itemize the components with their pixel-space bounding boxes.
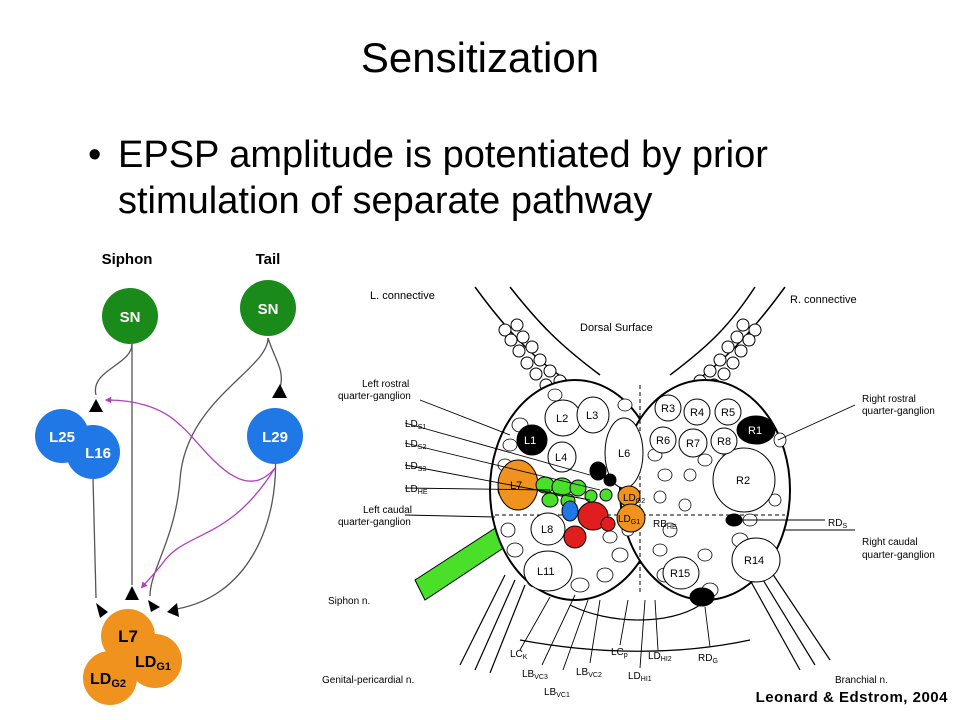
motor-neuron-ldg2: LDG2 xyxy=(83,651,137,705)
interneuron-l25: L25 xyxy=(35,409,89,463)
ld-s3-label: LDS3 xyxy=(405,461,426,473)
right-rostral-label-1: Right rostral xyxy=(862,394,916,405)
label-pointers xyxy=(404,399,856,671)
cell-r14: R14 xyxy=(744,555,764,567)
ld-hi2-label: LDHI2 xyxy=(648,651,672,663)
cell-l8: L8 xyxy=(541,524,553,536)
l16-label: L16 xyxy=(85,445,111,462)
lb-vc1-label: LBVC1 xyxy=(544,687,570,699)
cell-r5: R5 xyxy=(721,407,735,419)
left-caudal-label-2: quarter-ganglion xyxy=(338,517,411,528)
cell-rbhe: RBHE xyxy=(653,519,677,531)
ld-hi1-label: LDHI1 xyxy=(628,671,652,683)
abdominal-ganglion-map: L1 L2 L3 L4 L6 L7 L8 L11 R1 R2 R3 R4 R5 … xyxy=(322,286,935,699)
l29-label: L29 xyxy=(262,429,288,446)
slide-title: Sensitization xyxy=(360,34,600,81)
interneuron-l29: L29 xyxy=(247,408,303,464)
l25-label: L25 xyxy=(49,429,75,446)
cell-r15: R15 xyxy=(670,568,690,580)
ldg2-main: LD xyxy=(90,671,111,688)
genital-nerve-label: Genital-pericardial n. xyxy=(322,675,414,686)
cell-l4: L4 xyxy=(555,452,567,464)
cell-r4: R4 xyxy=(690,407,704,419)
cell-r6: R6 xyxy=(656,435,670,447)
right-caudal-label-2: quarter-ganglion xyxy=(862,550,935,561)
cell-r2: R2 xyxy=(736,475,750,487)
citation: Leonard & Edstrom, 2004 xyxy=(755,689,948,706)
cell-l2: L2 xyxy=(556,413,568,425)
siphon-nerve-bundle xyxy=(414,524,509,601)
axon-paths xyxy=(92,337,282,611)
sensory-neuron-tail: SN xyxy=(240,280,296,336)
rd-g-label: RDG xyxy=(698,653,718,665)
identified-cells xyxy=(497,394,781,607)
ldg2-sub: G2 xyxy=(111,678,126,690)
tail-label: Tail xyxy=(256,251,281,268)
sensory-neuron-siphon: SN xyxy=(102,288,158,344)
bullet-text: EPSP amplitude is potentiated by prior s… xyxy=(118,134,768,222)
r-connective-label: R. connective xyxy=(790,294,857,306)
cell-r3: R3 xyxy=(661,403,675,415)
svg-text:LDG1: LDG1 xyxy=(135,654,171,673)
lc-k-label: LCK xyxy=(510,649,528,661)
left-rostral-label-1: Left rostral xyxy=(362,379,409,390)
sn-siphon-label: SN xyxy=(120,309,141,326)
dorsal-surface-label: Dorsal Surface xyxy=(580,322,653,334)
branchial-nerve-label: Branchial n. xyxy=(835,675,888,686)
left-rostral-label-2: quarter-ganglion xyxy=(338,391,411,402)
right-caudal-label-1: Right caudal xyxy=(862,537,918,548)
left-caudal-label-1: Left caudal xyxy=(363,505,412,516)
svg-text:LDG2: LDG2 xyxy=(90,671,126,690)
siphon-nerve-label: Siphon n. xyxy=(328,596,370,607)
lb-vc2-label: LBVC2 xyxy=(576,667,602,679)
ld-he-label: LDHE xyxy=(405,484,428,496)
right-rostral-label-2: quarter-ganglion xyxy=(862,406,935,417)
sensitization-circuit-diagram: Siphon Tail SN SN L16 L25 L29 xyxy=(35,251,303,705)
siphon-label: Siphon xyxy=(102,251,153,268)
peripheral-nerves xyxy=(459,569,831,674)
cell-labels: L1 L2 L3 L4 L6 L7 L8 L11 R1 R2 R3 R4 R5 … xyxy=(510,403,764,580)
cell-l3: L3 xyxy=(586,410,598,422)
cell-ldg1: LDG1 xyxy=(618,514,640,526)
cell-r8: R8 xyxy=(717,436,731,448)
l-connective-label: L. connective xyxy=(370,290,435,302)
motor-neuron-ldg1: LDG1 xyxy=(128,634,182,688)
l7-label: L7 xyxy=(118,627,138,646)
cell-l1: L1 xyxy=(524,435,536,447)
cell-l6: L6 xyxy=(618,448,630,460)
sn-tail-label: SN xyxy=(258,301,279,318)
ldg1-sub: G1 xyxy=(156,661,171,673)
ldg1-main: LD xyxy=(135,654,156,671)
bullet-glyph: • xyxy=(88,134,102,176)
cell-ldg2: LDG2 xyxy=(623,493,645,505)
rd-s-label: RDS xyxy=(828,518,847,530)
synapse-terminals xyxy=(89,384,287,618)
ld-s2-label: LDS2 xyxy=(405,439,426,451)
ld-s1-label: LDS1 xyxy=(405,419,426,431)
lb-vc3-label: LBVC3 xyxy=(522,669,548,681)
cell-r7: R7 xyxy=(686,438,700,450)
facilitation-paths xyxy=(104,396,276,589)
lc-p-label: LCp xyxy=(611,647,628,659)
cell-r1: R1 xyxy=(748,425,762,437)
cell-l11: L11 xyxy=(537,566,555,578)
